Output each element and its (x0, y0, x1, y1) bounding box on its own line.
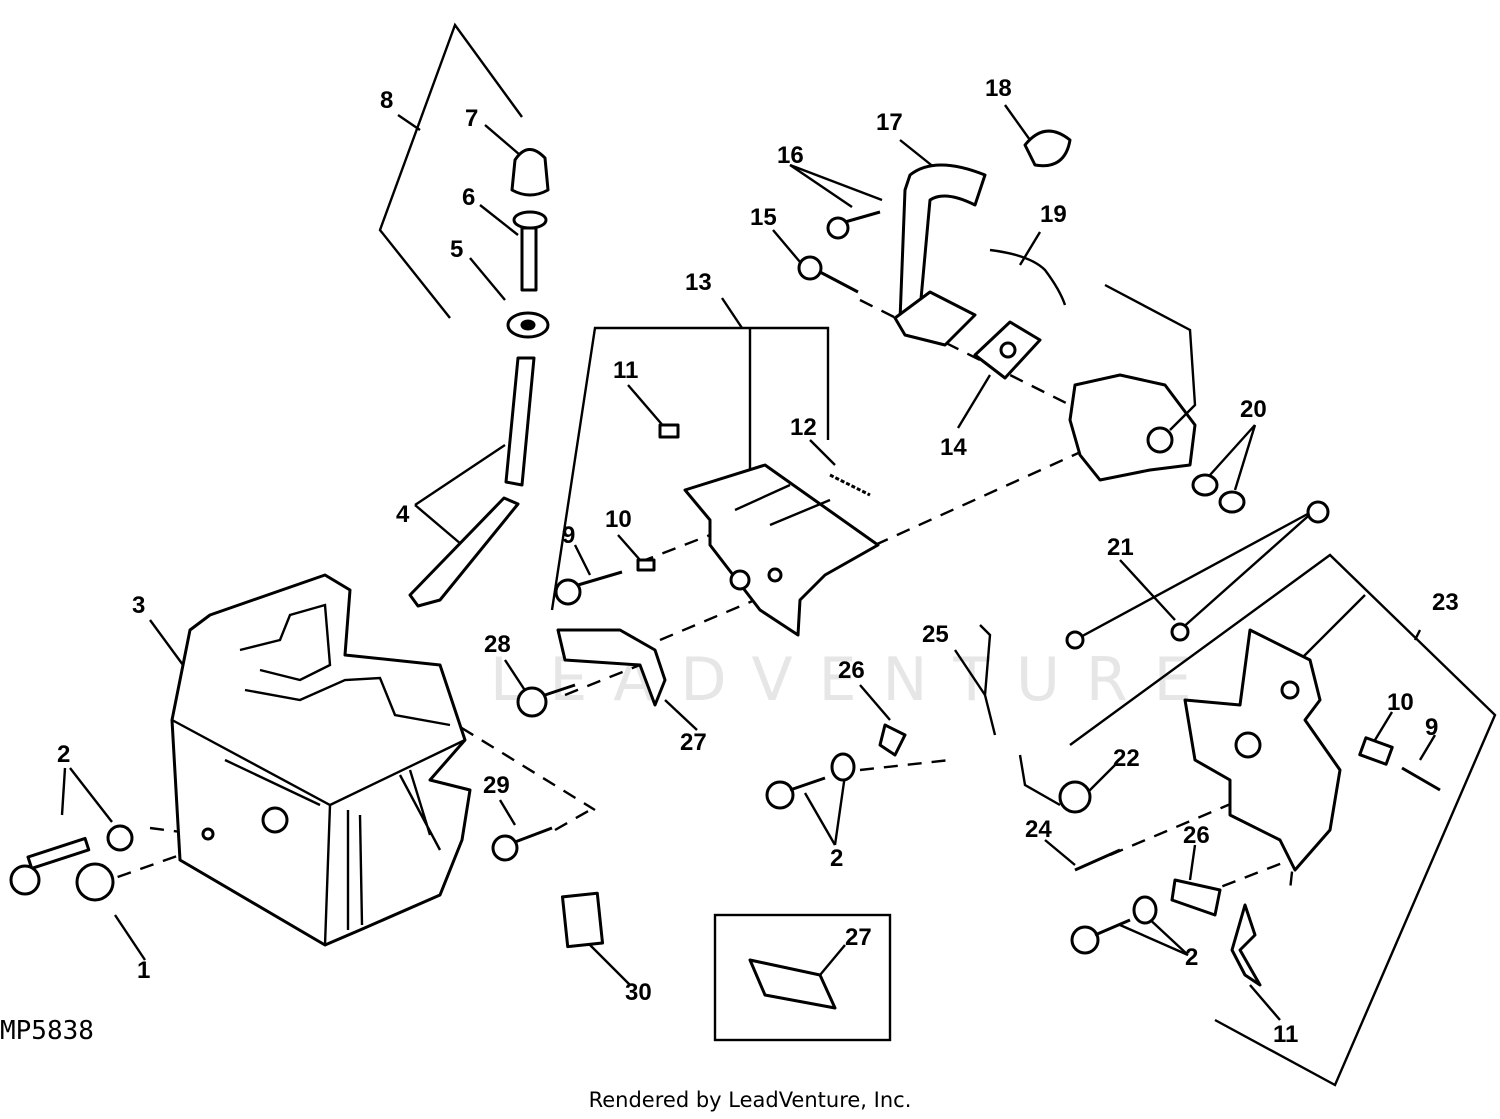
callout-23: 23 (1432, 589, 1459, 616)
part-12-spring (829, 473, 871, 497)
part-15-bolt (797, 255, 859, 294)
callout-11: 11 (613, 357, 638, 384)
part-10-bushing-left (636, 558, 656, 572)
callout-22: 22 (1113, 745, 1140, 772)
part-24-screw (1074, 848, 1121, 872)
part-2-bolt-right (1070, 895, 1158, 955)
callout-4: 4 (396, 501, 410, 528)
callout-labels: 1 2 2 2 3 4 5 6 7 8 9 9 10 10 11 11 12 1… (57, 75, 1459, 1048)
callout-13: 13 (685, 269, 712, 296)
callout-1: 1 (137, 957, 150, 984)
part-20-nuts (1191, 473, 1246, 514)
part-2-bolt-center (765, 752, 856, 810)
part-9-bolt-left (554, 570, 623, 606)
callout-16: 16 (777, 142, 804, 169)
callout-30: 30 (625, 979, 652, 1006)
callout-2: 2 (1185, 944, 1198, 971)
callout-17: 17 (876, 109, 903, 136)
callout-20: 20 (1240, 396, 1267, 423)
part-13-bracket (683, 463, 880, 637)
part-3-fuel-tank (170, 573, 472, 947)
bracket-13 (550, 297, 830, 611)
callout-10: 10 (605, 506, 632, 533)
callout-24: 24 (1025, 816, 1052, 843)
callout-11: 11 (1273, 1021, 1298, 1048)
part-4-fuel-line (408, 356, 536, 608)
part-11-clip-bottom (1230, 903, 1262, 987)
part-29-bolt (491, 826, 553, 862)
part-1-fuel-cap (75, 862, 115, 902)
render-credit: Rendered by LeadVenture, Inc. (588, 1088, 912, 1112)
part-7-fuel-cap (510, 148, 550, 197)
part-27-bracket (556, 628, 667, 707)
part-19-wire (989, 248, 1067, 306)
callout-5: 5 (450, 236, 463, 263)
callout-3: 3 (132, 592, 145, 619)
callout-2: 2 (57, 741, 70, 768)
callout-26: 26 (838, 657, 865, 684)
part-17-manifold (893, 163, 987, 347)
part-9-bolt-right (1401, 766, 1441, 792)
callout-9: 9 (562, 522, 575, 549)
callout-6: 6 (462, 184, 475, 211)
part-23-governor-bracket (1183, 628, 1342, 872)
callout-26: 26 (1183, 822, 1210, 849)
callout-27: 27 (680, 729, 707, 756)
part-26-clip-center (878, 723, 907, 757)
callout-15: 15 (750, 204, 777, 231)
part-22-spring (1018, 754, 1092, 814)
part-5-grommet (506, 311, 550, 339)
part-16-screw (826, 210, 881, 240)
part-2-bolt-left (9, 824, 134, 896)
callout-12: 12 (790, 414, 817, 441)
part-10-bushing-right (1358, 736, 1394, 766)
callout-21: 21 (1107, 534, 1134, 561)
callout-27: 27 (845, 924, 872, 951)
callout-8: 8 (380, 87, 393, 114)
callout-7: 7 (465, 105, 478, 132)
callout-28: 28 (484, 631, 511, 658)
part-25-rod (979, 624, 997, 736)
leader-lines (60, 104, 1437, 1021)
figure-id: MP5838 (0, 1016, 94, 1046)
callout-29: 29 (483, 772, 510, 799)
bracket-8 (378, 22, 523, 319)
part-18-gasket (1023, 129, 1072, 168)
callout-18: 18 (985, 75, 1012, 102)
part-26-clip-right (1170, 878, 1222, 917)
part-14-gasket (973, 320, 1042, 380)
part-6-screw (512, 210, 548, 292)
part-11-clip-top (658, 423, 680, 439)
carburetor (1068, 283, 1197, 482)
callout-9: 9 (1425, 714, 1438, 741)
callout-19: 19 (1040, 201, 1067, 228)
part-28-bolt (516, 683, 576, 718)
part-30-decal (560, 891, 605, 949)
callout-10: 10 (1387, 689, 1414, 716)
callout-14: 14 (940, 434, 967, 461)
callout-25: 25 (922, 621, 949, 648)
part-21-linkage (1065, 500, 1330, 650)
part-27-inset-box (713, 913, 892, 1042)
callout-2: 2 (830, 845, 843, 872)
